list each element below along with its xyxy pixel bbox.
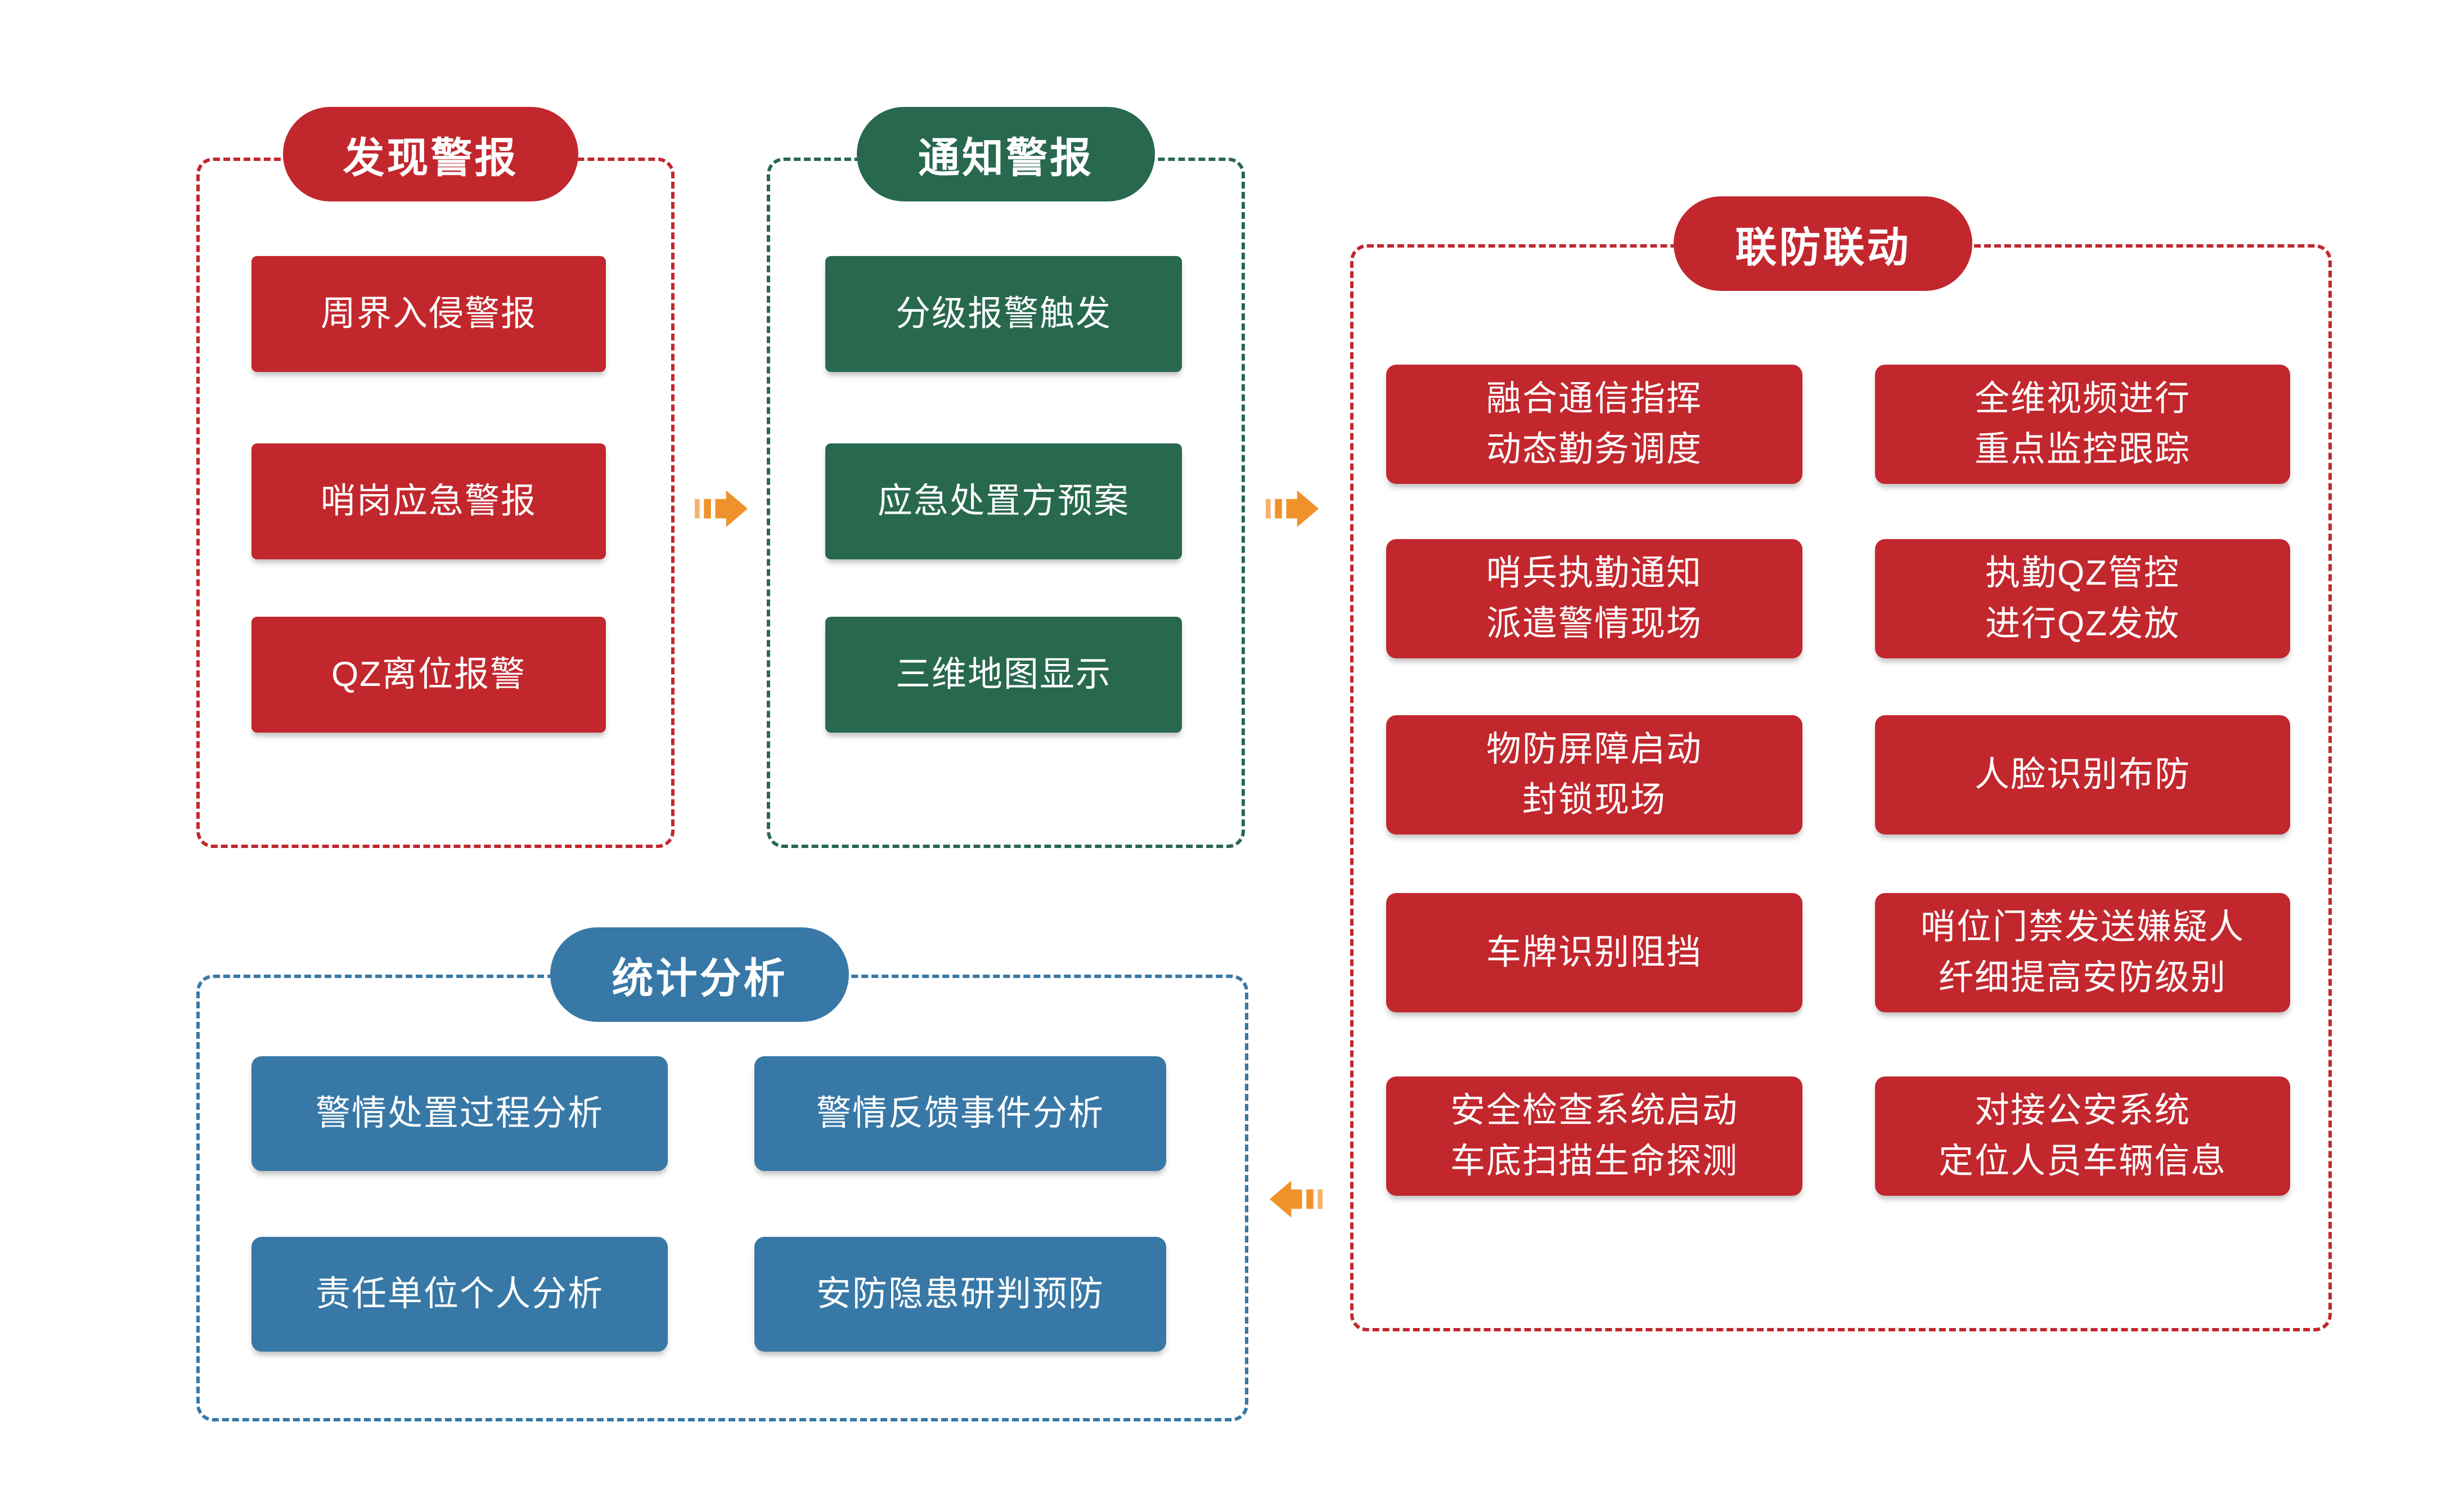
node-line: 封锁现场 [1522,780,1666,819]
node-label: QZ离位报警 [331,655,527,694]
node-security-hidden-danger-prediction: 安防隐患研判预防 [754,1237,1166,1352]
group-notify-alarm-title-pill: 通知警报 [857,107,1155,201]
node-line: 定位人员车辆信息 [1938,1142,2227,1181]
node-police-system-locate-info: 对接公安系统 定位人员车辆信息 [1875,1076,2290,1196]
node-label: 安防隐患研判预防 [816,1275,1104,1314]
node-line: 全维视频进行 [1974,379,2191,419]
node-sentry-access-suspect-level: 哨位门禁发送嫌疑人 纤细提高安防级别 [1875,893,2290,1012]
arrow-right-icon [695,486,749,532]
node-duty-qz-control-issue: 执勤QZ管控 进行QZ发放 [1875,539,2290,658]
node-line: 对接公安系统 [1974,1091,2191,1130]
node-emergency-response-plan: 应急处置方预案 [825,443,1182,559]
node-sentry-post-emergency-alarm: 哨岗应急警报 [251,443,606,559]
node-alarm-handling-process-analysis: 警情处置过程分析 [251,1056,668,1171]
node-line: 派遣警情现场 [1486,604,1702,643]
group-discover-alarm-title: 发现警报 [343,134,519,181]
node-face-recognition-deployment: 人脸识别布防 [1875,715,2290,835]
node-line: 纤细提高安防级别 [1938,958,2227,997]
group-statistical-analysis-title: 统计分析 [611,954,788,1002]
node-line: 融合通信指挥 [1486,379,1702,419]
node-label: 分级报警触发 [895,294,1112,334]
node-qz-off-position-alarm: QZ离位报警 [251,617,606,733]
arrow-left-icon [1269,1176,1323,1222]
group-statistical-analysis-title-pill: 统计分析 [550,927,849,1022]
node-line: 车底扫描生命探测 [1450,1142,1738,1181]
group-joint-defense-title: 联防联动 [1735,223,1911,271]
node-full-video-key-monitoring: 全维视频进行 重点监控跟踪 [1875,365,2290,484]
node-sentry-duty-notify-dispatch: 哨兵执勤通知 派遣警情现场 [1386,539,1802,658]
group-joint-defense-title-pill: 联防联动 [1674,196,1972,291]
node-line: 车牌识别阻挡 [1486,933,1702,972]
node-physical-barrier-lockdown: 物防屏障启动 封锁现场 [1386,715,1802,835]
group-notify-alarm-title: 通知警报 [918,134,1094,181]
node-perimeter-intrusion-alarm: 周界入侵警报 [251,256,606,372]
node-security-check-underbody-scan: 安全检查系统启动 车底扫描生命探测 [1386,1076,1802,1196]
node-3d-map-display: 三维地图显示 [825,617,1182,733]
node-line: 重点监控跟踪 [1974,430,2191,469]
node-line: 进行QZ发放 [1985,604,2180,643]
group-discover-alarm-title-pill: 发现警报 [283,107,578,201]
node-label: 周界入侵警报 [320,294,537,334]
node-label: 警情处置过程分析 [315,1094,604,1133]
node-alarm-feedback-event-analysis: 警情反馈事件分析 [754,1056,1166,1171]
node-line: 安全检查系统启动 [1450,1091,1738,1130]
node-label: 哨岗应急警报 [320,482,537,521]
node-line: 人脸识别布防 [1974,755,2191,795]
node-graded-alarm-trigger: 分级报警触发 [825,256,1182,372]
group-statistical-analysis-box [196,975,1248,1421]
node-responsible-unit-individual-analysis: 责任单位个人分析 [251,1237,668,1352]
node-line: 物防屏障启动 [1486,730,1702,769]
node-line: 哨位门禁发送嫌疑人 [1920,908,2245,947]
node-label: 警情反馈事件分析 [816,1094,1104,1133]
arrow-right-icon [1266,486,1320,532]
node-label: 三维地图显示 [895,655,1112,694]
node-label: 应急处置方预案 [877,482,1130,521]
node-line: 执勤QZ管控 [1985,554,2180,593]
node-line: 哨兵执勤通知 [1486,554,1702,593]
node-line: 动态勤务调度 [1486,430,1702,469]
node-plate-recognition-block: 车牌识别阻挡 [1386,893,1802,1012]
node-label: 责任单位个人分析 [315,1275,604,1314]
node-fusion-communication-dispatch: 融合通信指挥 动态勤务调度 [1386,365,1802,484]
